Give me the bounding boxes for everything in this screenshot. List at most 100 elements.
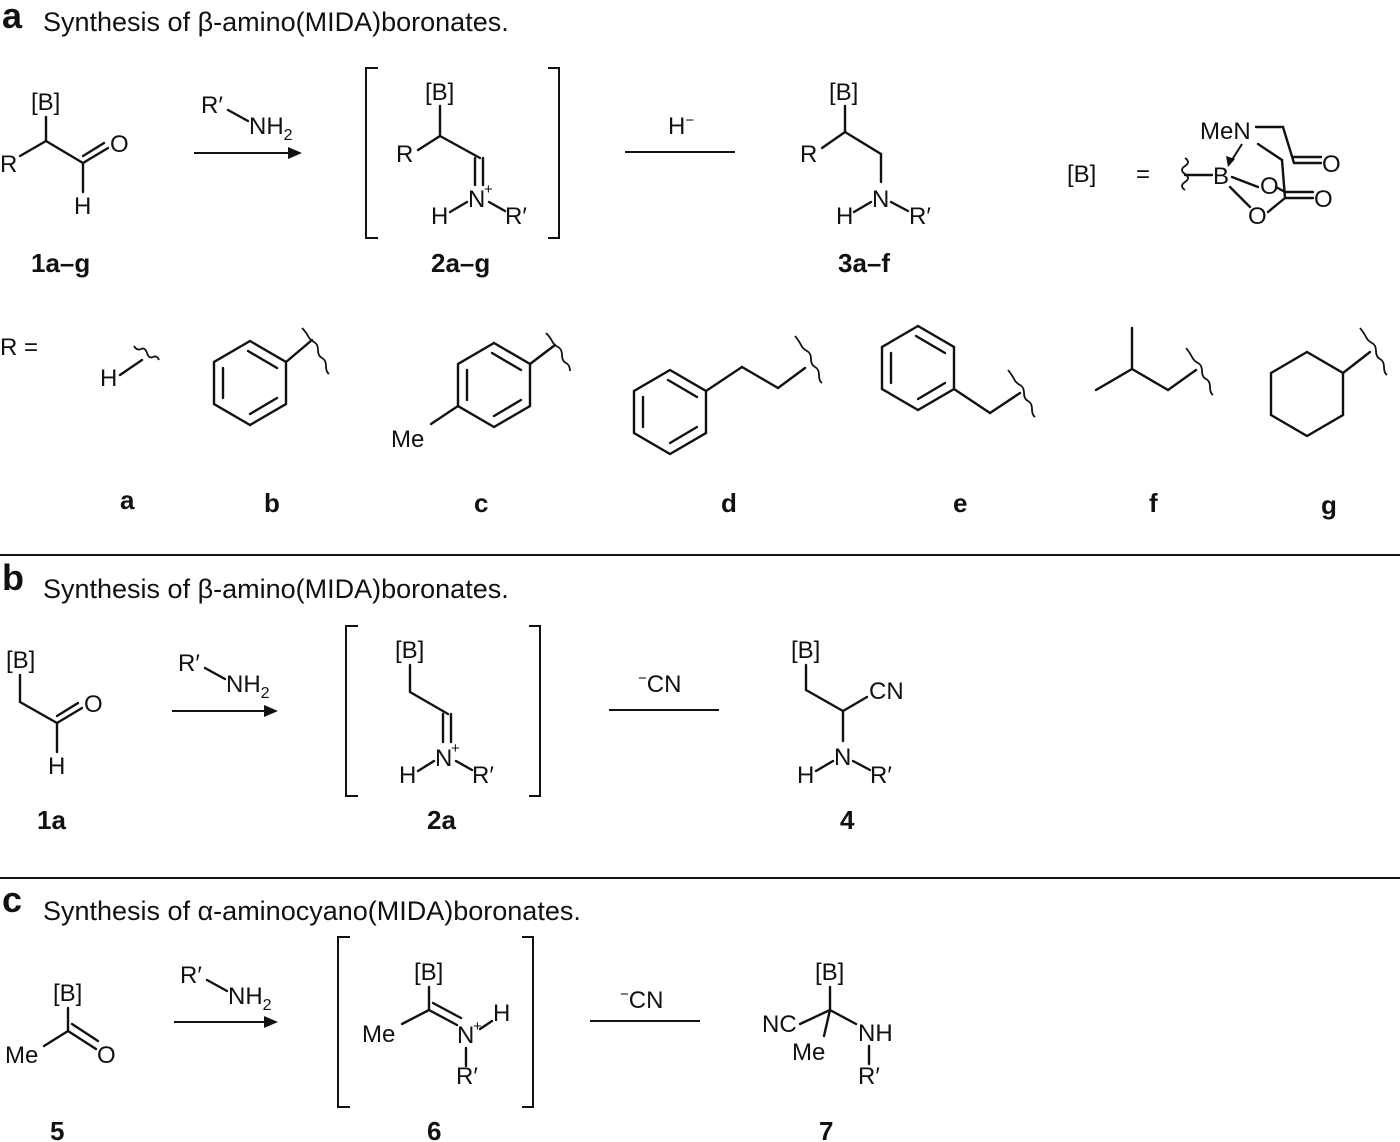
compound-4: [B] CN N H R′ bbox=[791, 637, 904, 789]
atom-h: H bbox=[74, 193, 91, 220]
label-6: 6 bbox=[427, 1116, 441, 1142]
label-1a: 1a bbox=[37, 805, 66, 835]
substituent-a: H bbox=[100, 345, 160, 392]
atom-r-prime: R′ bbox=[870, 762, 892, 789]
atom-nh: NH bbox=[858, 1020, 893, 1047]
substituent-label-g: g bbox=[1321, 490, 1337, 520]
panel-a-title: Synthesis of β-amino(MIDA)boronates. bbox=[43, 7, 509, 37]
label-3a-f: 3a–f bbox=[838, 248, 890, 278]
atom-boron-group: [B] bbox=[31, 89, 60, 116]
panel-b-letter: b bbox=[2, 557, 24, 598]
atom-boron-group: [B] bbox=[6, 647, 35, 674]
atom-n: N bbox=[872, 186, 889, 213]
panel-a-letter: a bbox=[2, 0, 23, 36]
panel-c-letter: c bbox=[2, 879, 22, 920]
atom-b: B bbox=[1213, 163, 1229, 190]
atom-n: N bbox=[834, 744, 851, 771]
label-7: 7 bbox=[819, 1116, 833, 1142]
atom-h: H bbox=[836, 203, 853, 230]
atom-h: H bbox=[493, 1000, 510, 1027]
compound-7: [B] NC NH Me R′ bbox=[762, 959, 893, 1090]
reagent-r-prime: R′ bbox=[201, 92, 223, 119]
atom-boron-group: [B] bbox=[829, 79, 858, 106]
atom-men: MeN bbox=[1200, 118, 1251, 145]
atom-r-prime: R′ bbox=[472, 762, 494, 789]
atom-boron-group: [B] bbox=[425, 79, 454, 106]
substituent-e bbox=[880, 324, 1036, 418]
atom-o: O bbox=[1322, 151, 1341, 178]
equals-sign: = bbox=[1136, 161, 1150, 188]
substituent-label-a: a bbox=[120, 485, 135, 515]
atom-o: O bbox=[1314, 186, 1333, 213]
panel-c-title: Synthesis of α-aminocyano(MIDA)boronates… bbox=[43, 896, 581, 926]
substituent-label-d: d bbox=[721, 488, 737, 518]
panel-a: a Synthesis of β-amino(MIDA)boronates. [… bbox=[0, 0, 1388, 520]
atom-n: N bbox=[468, 186, 485, 213]
atom-h: H bbox=[431, 203, 448, 230]
atom-n: N bbox=[457, 1022, 474, 1049]
substituent-c: Me bbox=[391, 332, 571, 453]
intermediate-2a-g: [B] R N + H R′ bbox=[365, 67, 560, 239]
atom-r-prime: R′ bbox=[858, 1063, 880, 1090]
label-5: 5 bbox=[50, 1116, 64, 1142]
atom-boron-group: [B] bbox=[791, 637, 820, 664]
panel-b: b Synthesis of β-amino(MIDA)boronates. [… bbox=[2, 557, 904, 835]
panel-b-title: Synthesis of β-amino(MIDA)boronates. bbox=[43, 574, 509, 604]
compound-5: [B] Me O bbox=[5, 980, 116, 1069]
atom-r: R bbox=[396, 141, 413, 168]
atom-boron-group: [B] bbox=[815, 959, 844, 986]
atom-plus: + bbox=[473, 1018, 482, 1035]
reagent-r-prime: R′ bbox=[178, 650, 200, 677]
reagent-hydride: H− bbox=[668, 112, 694, 140]
atom-h: H bbox=[100, 365, 117, 392]
atom-r-prime: R′ bbox=[909, 203, 931, 230]
atom-o: O bbox=[97, 1042, 116, 1069]
r-equals-label: R = bbox=[0, 334, 38, 361]
atom-o: O bbox=[1260, 173, 1279, 200]
atom-me: Me bbox=[362, 1021, 395, 1048]
atom-plus: + bbox=[484, 181, 493, 198]
substituent-label-c: c bbox=[474, 488, 488, 518]
substituent-g bbox=[1269, 327, 1388, 438]
label-2a: 2a bbox=[427, 805, 456, 835]
compound-1a-g: [B] R O H bbox=[0, 89, 129, 220]
panel-c: c Synthesis of α-aminocyano(MIDA)boronat… bbox=[2, 879, 893, 1142]
substituent-label-b: b bbox=[264, 488, 280, 518]
reagent-cyanide: −CN bbox=[620, 986, 663, 1014]
substituent-f bbox=[1094, 326, 1214, 396]
atom-o: O bbox=[1248, 203, 1267, 230]
mida-boronate-definition: [B] = B MeN O O O O bbox=[1067, 118, 1341, 230]
atom-me: Me bbox=[391, 426, 424, 453]
atom-r: R bbox=[0, 151, 17, 178]
atom-me: Me bbox=[5, 1042, 38, 1069]
atom-cn: CN bbox=[869, 678, 904, 705]
atom-h: H bbox=[399, 762, 416, 789]
arrow-2-reagent: H− bbox=[625, 112, 735, 153]
reagent-nh2: NH2 bbox=[226, 671, 270, 702]
atom-boron-group: [B] bbox=[414, 959, 443, 986]
arrow-1-reagent: R′ NH2 bbox=[194, 92, 302, 159]
atom-me: Me bbox=[792, 1039, 825, 1066]
arrow-5-reagent: R′ NH2 bbox=[174, 962, 278, 1028]
intermediate-6: [B] Me N + H R′ bbox=[337, 936, 534, 1108]
atom-o: O bbox=[110, 131, 129, 158]
arrow-4-reagent: −CN bbox=[609, 670, 719, 711]
atom-boron-group: [B] bbox=[53, 980, 82, 1007]
compound-1a: [B] O H bbox=[6, 647, 103, 780]
intermediate-2a: [B] N + H R′ bbox=[345, 625, 541, 797]
compound-3a-f: [B] R N H R′ bbox=[800, 79, 931, 230]
label-4: 4 bbox=[840, 805, 855, 835]
atom-r: R bbox=[800, 141, 817, 168]
atom-boron-group: [B] bbox=[1067, 161, 1096, 188]
arrow-6-reagent: −CN bbox=[590, 986, 700, 1022]
atom-r-prime: R′ bbox=[456, 1063, 478, 1090]
atom-nc: NC bbox=[762, 1011, 797, 1038]
arrow-3-reagent: R′ NH2 bbox=[172, 650, 278, 717]
reagent-cyanide: −CN bbox=[638, 670, 681, 698]
label-2a-g: 2a–g bbox=[431, 248, 490, 278]
label-1a-g: 1a–g bbox=[31, 248, 90, 278]
substituent-label-f: f bbox=[1149, 488, 1158, 518]
substituent-label-e: e bbox=[953, 488, 967, 518]
reagent-nh2: NH2 bbox=[228, 983, 272, 1014]
atom-n: N bbox=[435, 745, 452, 772]
